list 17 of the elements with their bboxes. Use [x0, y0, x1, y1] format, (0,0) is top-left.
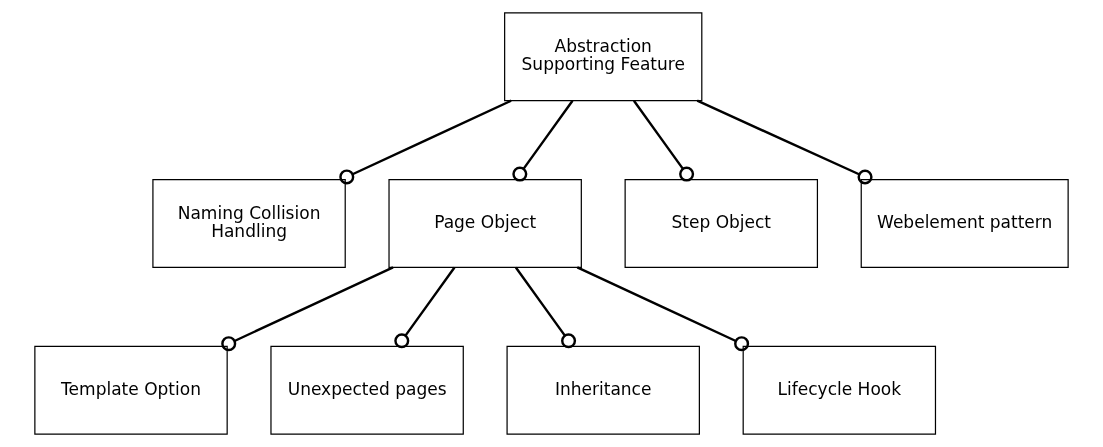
- node-box: Template Option: [34, 345, 228, 435]
- node-box: Abstraction Supporting Feature: [504, 12, 703, 102]
- connector: [514, 266, 577, 349]
- node-box: Webelement pattern: [860, 179, 1069, 268]
- connector: [576, 266, 750, 352]
- node-box: Inheritance: [506, 345, 700, 435]
- connector: [512, 100, 574, 182]
- node-box: Step Object: [624, 179, 819, 268]
- connector: [696, 99, 873, 185]
- connector: [632, 100, 695, 182]
- connector: [339, 99, 512, 185]
- connector: [394, 266, 456, 349]
- node-box: Lifecycle Hook: [742, 345, 937, 435]
- node-box: Naming Collision Handling: [152, 179, 346, 268]
- node-box: Page Object: [388, 179, 582, 268]
- node-box: Unexpected pages: [270, 345, 464, 435]
- connector: [221, 266, 394, 352]
